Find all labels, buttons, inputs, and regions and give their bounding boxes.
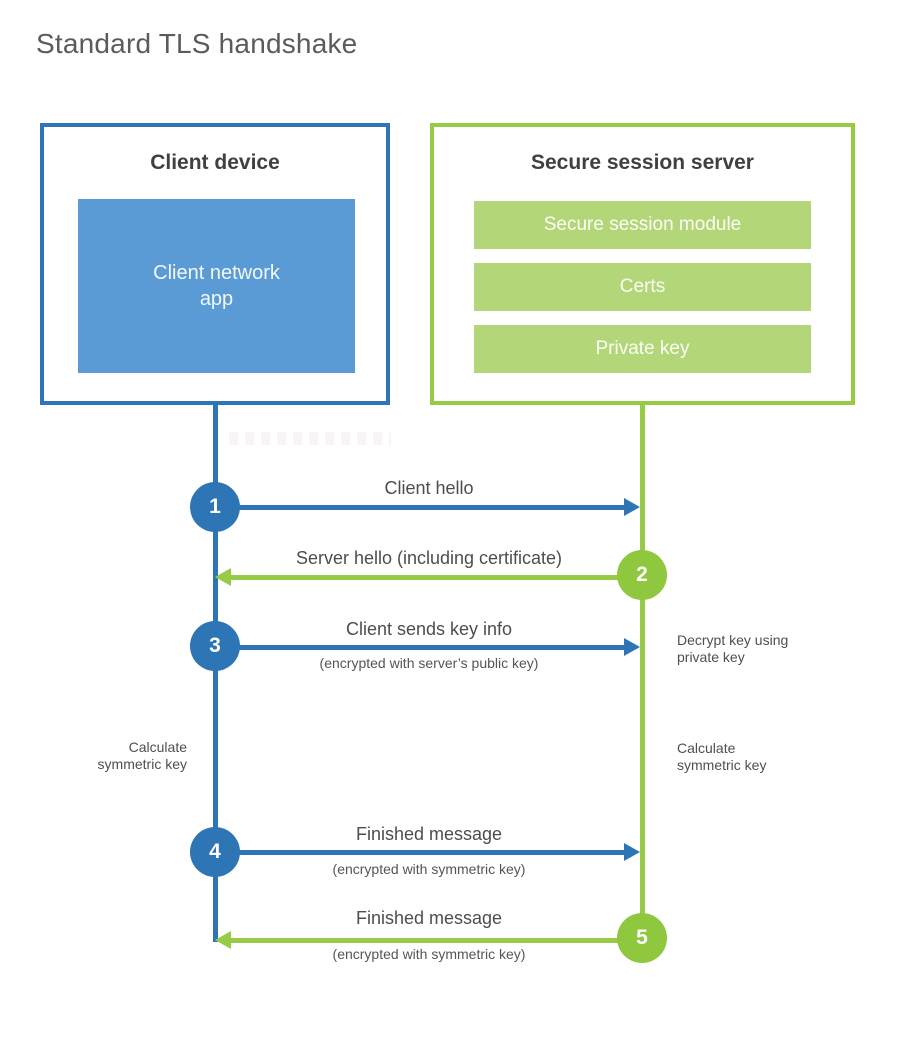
client-device-box: Client device Client network app <box>40 123 390 405</box>
step-circle-2: 2 <box>617 550 667 600</box>
server-lifeline <box>640 405 645 938</box>
message-label: Client hello <box>384 478 474 498</box>
client-network-app-label: Client network app <box>153 262 280 310</box>
arrow-right-icon <box>624 843 640 861</box>
client-network-app-box: Client network app <box>78 199 355 373</box>
arrow-line <box>230 938 642 943</box>
server-module-bar: Private key <box>474 325 811 373</box>
server-module-bar: Certs <box>474 263 811 311</box>
client-lifeline <box>213 405 218 942</box>
arrow-right-icon <box>624 638 640 656</box>
secure-session-server-box: Secure session server Secure session mod… <box>430 123 855 405</box>
arrow-line <box>215 505 627 510</box>
server-module-bar: Secure session module <box>474 201 811 249</box>
arrow-left-icon <box>215 931 231 949</box>
page-title: Standard TLS handshake <box>36 28 358 59</box>
step-circle-1: 1 <box>190 482 240 532</box>
message-label: Finished message <box>355 908 503 928</box>
arrow-line <box>215 850 627 855</box>
faint-dashes-artifact <box>229 432 391 445</box>
side-note-calculate-symmetric-key-client: Calculate symmetric key <box>97 739 187 773</box>
side-note-decrypt-key: Decrypt key using private key <box>677 632 789 666</box>
secure-session-server-title: Secure session server <box>531 151 754 174</box>
client-device-title: Client device <box>150 151 280 174</box>
message-sublabel: (encrypted with symmetric key) <box>332 946 526 962</box>
arrow-right-icon <box>624 498 640 516</box>
arrow-line <box>230 575 642 580</box>
arrow-left-icon <box>215 568 231 586</box>
side-note-calculate-symmetric-key-server: Calculate symmetric key <box>677 740 767 774</box>
message-label: Server hello (including certificate) <box>295 548 563 568</box>
step-circle-3: 3 <box>190 621 240 671</box>
step-circle-4: 4 <box>190 827 240 877</box>
message-sublabel: (encrypted with symmetric key) <box>332 861 526 877</box>
message-label: Client sends key info <box>345 619 513 639</box>
message-label: Finished message <box>355 824 503 844</box>
message-sublabel: (encrypted with server’s public key) <box>319 655 539 671</box>
arrow-line <box>215 645 627 650</box>
step-circle-5: 5 <box>617 913 667 963</box>
